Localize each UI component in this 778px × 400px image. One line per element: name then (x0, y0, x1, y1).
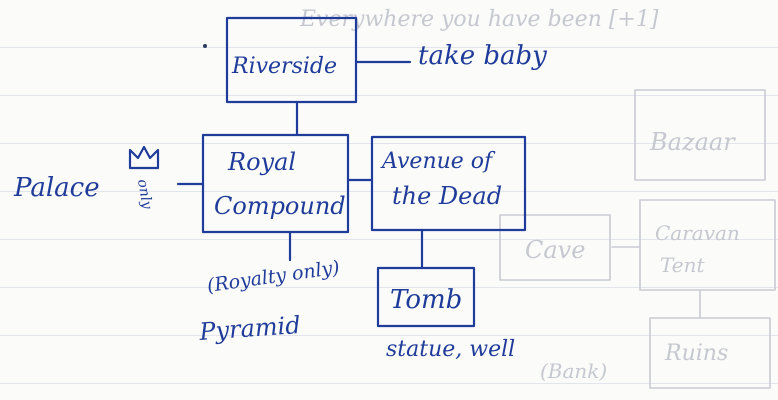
tomb-note: statue, well (386, 337, 515, 362)
node-tomb: Tomb (376, 266, 476, 328)
tomb-box (376, 266, 476, 328)
ghost-cave-label: Cave (525, 236, 585, 264)
palace-note: only (134, 178, 155, 211)
riverside-note: take baby (418, 41, 547, 71)
node-riverside: Riverside (225, 16, 358, 104)
ghost-tent-label: Tent (660, 253, 706, 277)
ghost-top-line: Everywhere you have been [+1] (299, 7, 659, 32)
palace-label: Palace (13, 173, 100, 203)
show-through-sketch: Everywhere you have been [+1] Bazaar Cav… (299, 7, 776, 389)
ghost-ruins-box (649, 317, 771, 389)
riverside-label: Riverside (231, 54, 337, 79)
ghost-bazaar-label: Bazaar (649, 128, 736, 156)
royal-compound-label-1: Royal (227, 148, 296, 176)
crown-icon (128, 145, 160, 170)
avenue-label-2: the Dead (392, 182, 502, 210)
royal-compound-box (201, 133, 350, 234)
pyramid-note: (Royalty only) (206, 257, 341, 297)
avenue-label-1: Avenue of (380, 149, 496, 174)
node-avenue-of-the-dead: Avenue of the Dead (370, 135, 527, 232)
ghost-cave-box (499, 214, 611, 281)
ghost-ruins-label: Ruins (664, 341, 728, 366)
tomb-label: Tomb (390, 285, 462, 315)
pen-dot (203, 44, 207, 48)
ghost-note: (Bank) (540, 359, 607, 383)
avenue-box (370, 135, 527, 232)
ghost-caravan-box (639, 199, 776, 291)
node-royal-compound: Royal Compound (201, 133, 350, 234)
ghost-bazaar-box (634, 89, 766, 181)
pyramid-label: Pyramid (197, 311, 301, 346)
ghost-caravan-label: Caravan (655, 221, 740, 245)
riverside-box (225, 16, 358, 104)
royal-compound-label-2: Compound (214, 192, 346, 220)
